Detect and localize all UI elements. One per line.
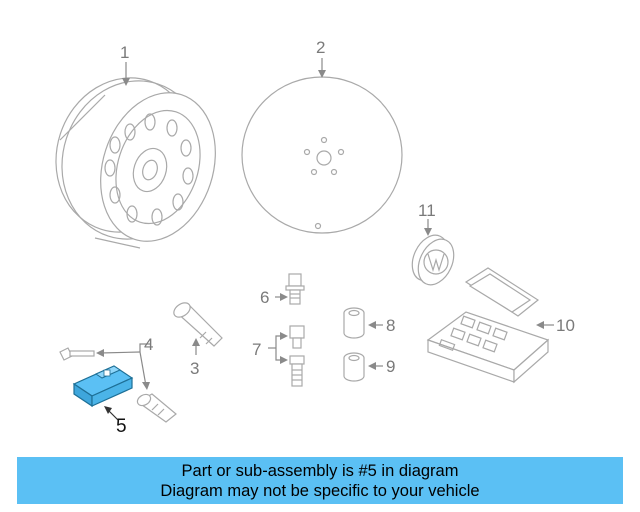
tool-case-part[interactable] (426, 267, 550, 384)
banner-line-part-number: Part or sub-assembly is #5 in diagram (181, 462, 459, 480)
callout-4[interactable]: 4 (144, 335, 153, 354)
tpms-valve-part[interactable] (59, 347, 177, 423)
steel-wheel-part[interactable] (36, 60, 234, 258)
wheel-bolt-set-part[interactable] (289, 325, 305, 387)
lug-bolt-part[interactable] (285, 273, 305, 305)
callout-2[interactable]: 2 (316, 38, 325, 57)
tpms-sensor-part[interactable] (72, 365, 134, 408)
callout-7[interactable]: 7 (252, 340, 261, 359)
center-cap-part[interactable] (405, 229, 460, 290)
callout-3[interactable]: 3 (190, 359, 199, 378)
callout-1[interactable]: 1 (120, 43, 129, 62)
callout-5[interactable]: 5 (116, 416, 127, 437)
valve-stem-part[interactable] (171, 300, 223, 347)
callout-6[interactable]: 6 (260, 288, 269, 307)
info-banner: Part or sub-assembly is #5 in diagram Di… (17, 457, 623, 504)
callout-9[interactable]: 9 (386, 357, 395, 376)
callout-10[interactable]: 10 (556, 316, 575, 335)
parts-diagram: 1 2 11 10 (36, 38, 575, 437)
locking-nut-part[interactable] (343, 352, 365, 382)
wheel-cover-part[interactable] (241, 76, 403, 234)
callout-11[interactable]: 11 (418, 201, 436, 220)
lug-nut-part[interactable] (343, 307, 365, 339)
banner-line-disclaimer: Diagram may not be specific to your vehi… (160, 482, 480, 500)
callout-8[interactable]: 8 (386, 316, 395, 335)
